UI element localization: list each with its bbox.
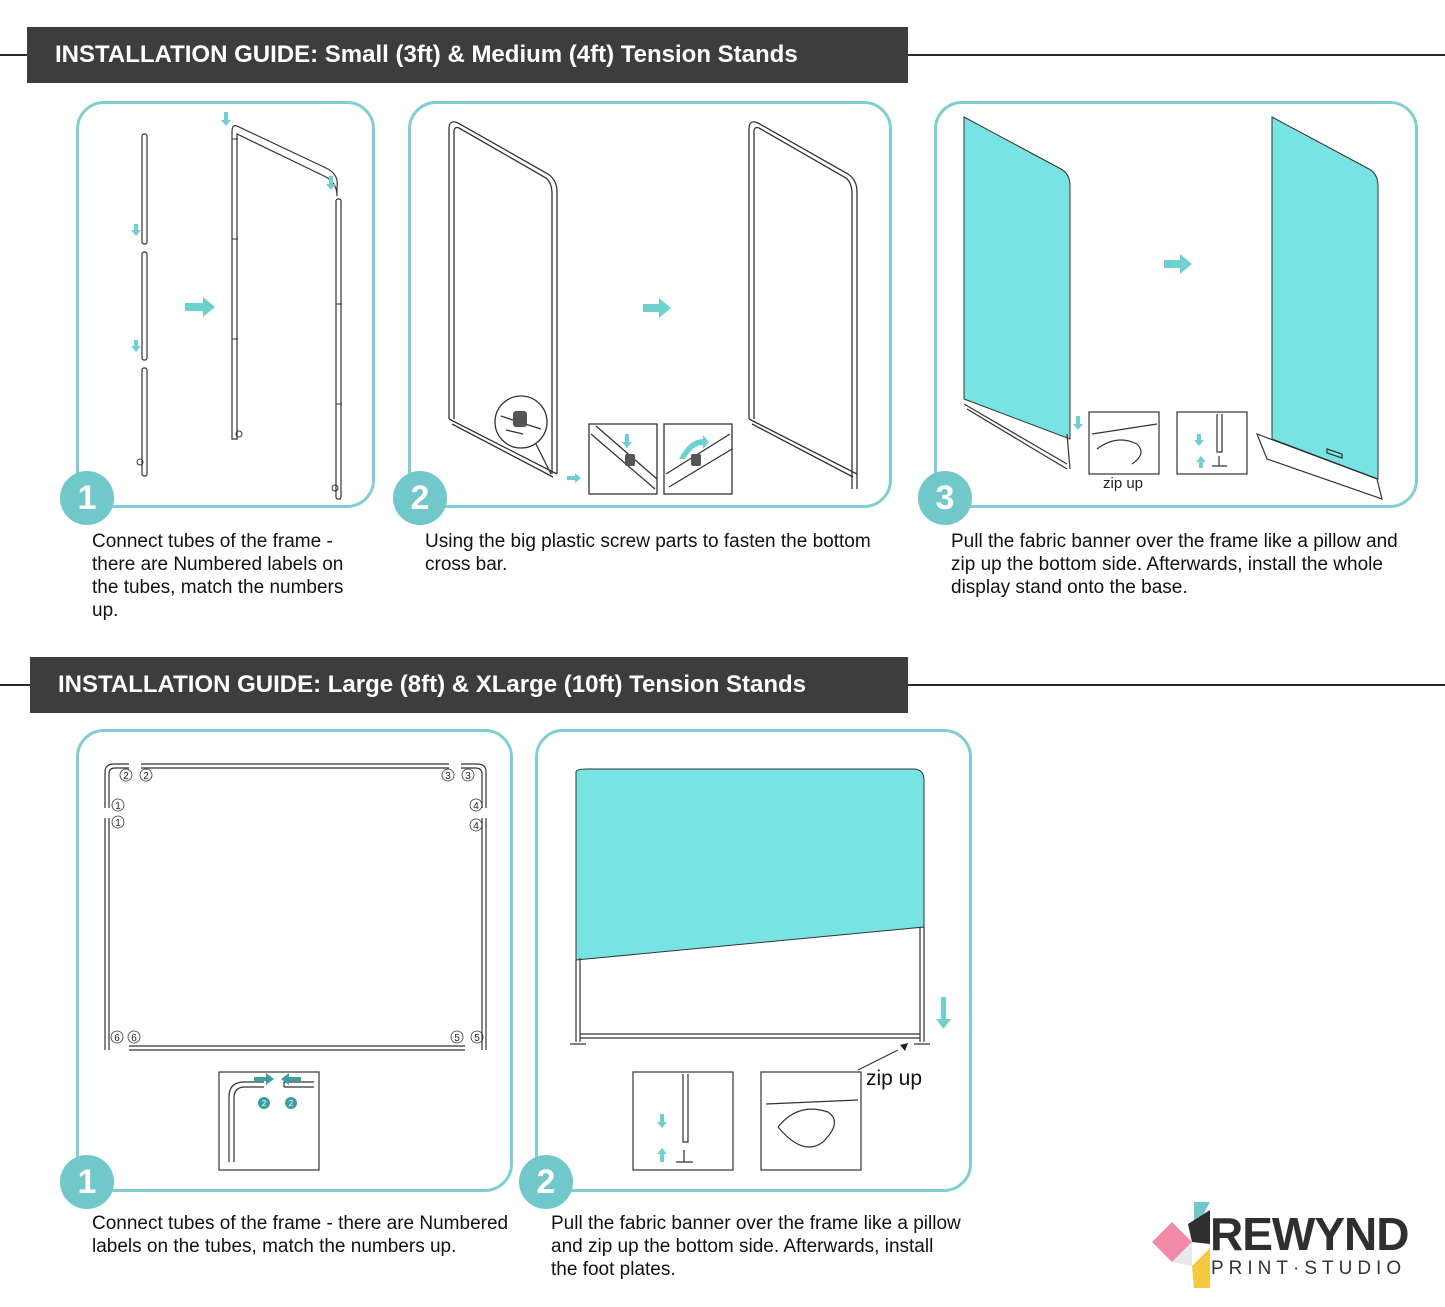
tube-label-5a: 5: [454, 1033, 460, 1044]
tube-label-2a: 2: [123, 771, 129, 782]
s2-step1-illustration: 2 2 3 3 1 1 4 4 6 6 5 5 2 2: [104, 763, 487, 1171]
s2-step1-caption: Connect tubes of the frame - there are N…: [92, 1213, 509, 1257]
s2-step1-arrows: [254, 1073, 301, 1085]
tube-label-2b: 2: [143, 771, 149, 782]
s2-step2-number: 2: [519, 1155, 573, 1209]
s1-step1-number: 1: [60, 471, 114, 525]
s2-step1-panel: 2 2 3 3 1 1 4 4 6 6 5 5 2 2: [76, 729, 513, 1192]
tube-label-5b: 5: [474, 1033, 480, 1044]
brand-name: REWYND: [1210, 1208, 1409, 1260]
tube-label-3b: 3: [465, 771, 471, 782]
s2-step2-panel: zip up: [535, 729, 972, 1192]
s2-step2-caption: Pull the fabric banner over the frame li…: [551, 1213, 961, 1280]
s1-step2-arrows: [567, 298, 709, 483]
s1-step1-illustration: [131, 112, 342, 500]
brand-tagline: PRINT·STUDIO: [1211, 1258, 1407, 1279]
s2-step2-zip-label: zip up: [866, 1067, 922, 1090]
s1-step3-panel: zip up: [934, 101, 1418, 508]
s1-step2-illustration: [448, 121, 858, 495]
detail-label-2a: 2: [262, 1099, 267, 1108]
s1-step3-zip-label: zip up: [1103, 475, 1143, 492]
s1-step1-arrows: [131, 112, 336, 352]
s1-step2-panel: [408, 101, 892, 508]
s1-step3-arrows: [1073, 254, 1206, 468]
s1-step1-caption: Connect tubes of the frame - there are N…: [92, 531, 344, 621]
s2-step1-number: 1: [60, 1155, 114, 1209]
s2-step2-arrows: [657, 997, 951, 1162]
brand-logo: REWYND PRINT·STUDIO: [1148, 1200, 1433, 1292]
tube-label-4a: 4: [473, 801, 479, 812]
s1-step3-caption: Pull the fabric banner over the frame li…: [951, 531, 1398, 598]
tube-label-6a: 6: [114, 1033, 120, 1044]
section2-title: INSTALLATION GUIDE: Large (8ft) & XLarge…: [30, 657, 908, 713]
tube-label-4b: 4: [473, 821, 479, 832]
s1-step3-number: 3: [918, 471, 972, 525]
tube-label-1b: 1: [115, 818, 121, 829]
section1-title: INSTALLATION GUIDE: Small (3ft) & Medium…: [27, 27, 908, 83]
tube-label-1a: 1: [115, 801, 121, 812]
s1-step2-caption: Using the big plastic screw parts to fas…: [425, 531, 871, 575]
s1-step1-panel: [76, 101, 375, 508]
tube-label-3a: 3: [445, 771, 451, 782]
s1-step2-number: 2: [393, 471, 447, 525]
tube-label-6b: 6: [131, 1033, 137, 1044]
s1-step3-illustration: zip up: [963, 116, 1383, 500]
brand-logo-mark: [1152, 1202, 1210, 1288]
s2-tube-number-labels: 2 2 3 3 1 1 4 4 6 6 5 5: [110, 768, 484, 1044]
s2-step2-illustration: zip up: [570, 768, 951, 1171]
detail-label-2b: 2: [289, 1099, 294, 1108]
